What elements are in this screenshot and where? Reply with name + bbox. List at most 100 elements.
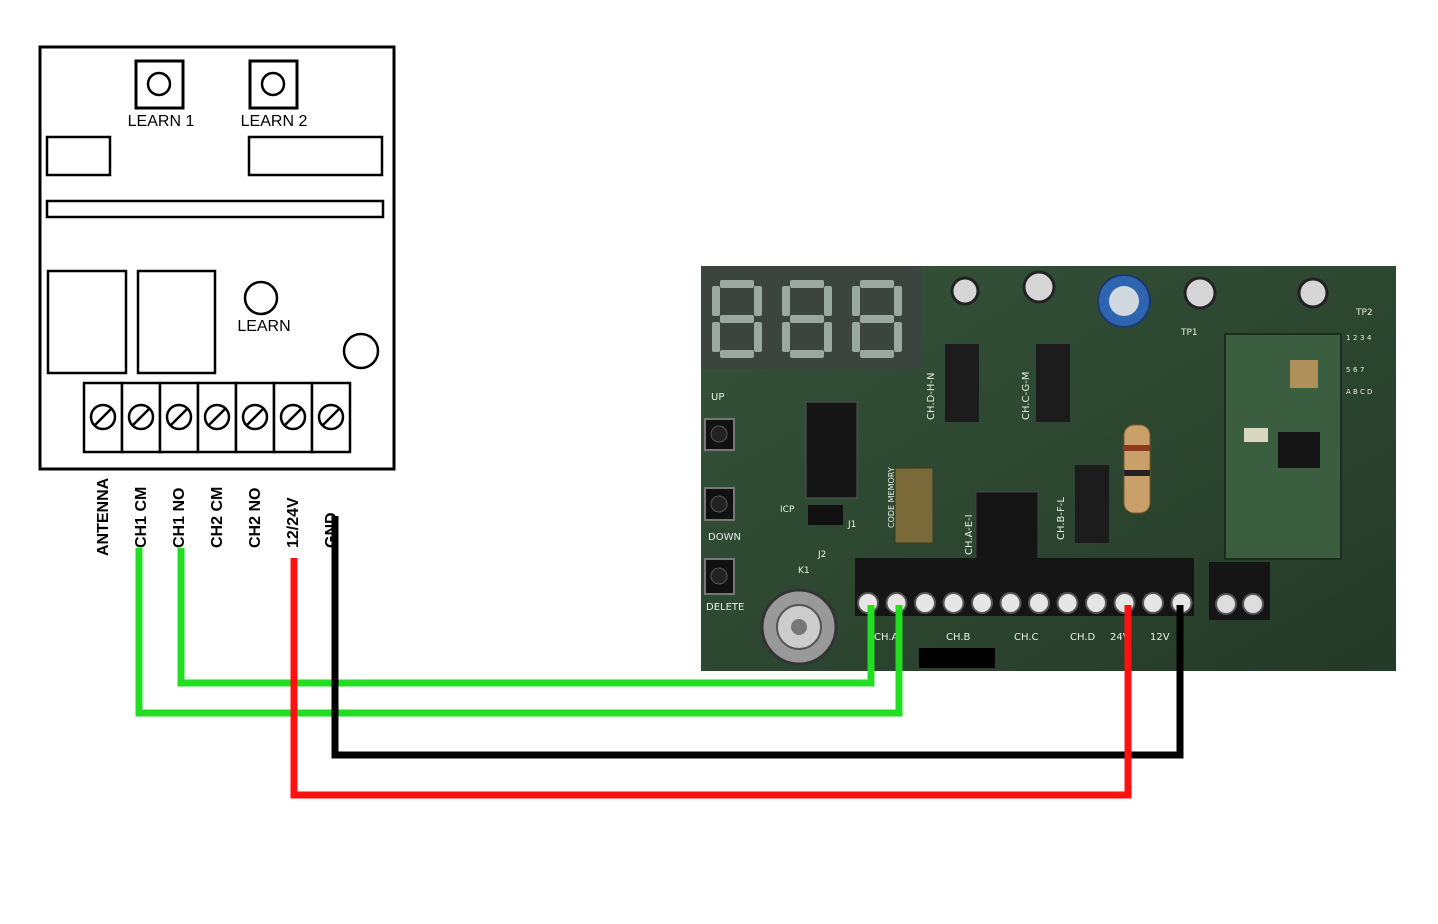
module-table-cell: 1 [1346,334,1350,342]
pcb-terminal-screw[interactable] [1142,592,1164,614]
wire-black-gnd [331,516,1184,759]
capacitor-small-3 [1183,276,1217,310]
display-segment [782,322,790,352]
pcb-terminal-screw[interactable] [1028,592,1050,614]
key-switch-core [791,619,807,635]
pcb-terminal-screw[interactable] [1085,592,1107,614]
terminal-screw-slot [170,408,188,426]
receiver-strip [45,199,385,219]
module-table-cell: 6 [1353,366,1358,374]
learn2-button-knob [260,71,286,97]
board-buttons: UP DOWN DELETE [704,392,744,613]
display-segment [790,280,824,288]
header-d [945,344,979,422]
learn1-label: LEARN 1 [128,113,195,130]
display-segment [852,322,860,352]
relay-1 [46,269,128,375]
terminal-label: CH1 CM [133,487,150,548]
learn-led [243,280,279,316]
module-table-cell: B [1353,388,1358,396]
display-digit [782,280,832,358]
display-segment [860,315,894,323]
module-table-cell: 2 [1353,334,1357,342]
antenna-screw-2[interactable] [1242,593,1264,615]
radio-module-crystal [1244,428,1268,442]
jumper-block [808,505,843,525]
learn2-label: LEARN 2 [241,113,308,130]
wire-red-power [290,558,1132,799]
capacitor-small-4 [1297,277,1329,309]
header-d-label: CH.D-H-N [926,373,937,420]
module-table-cell: 5 [1346,366,1350,374]
seven-segment-display [701,266,921,369]
display-segment [720,315,754,323]
module-table-cell: D [1367,388,1372,396]
up-button-label: UP [711,392,724,403]
wire-green-ch1-cm [135,548,903,717]
receiver-block-left [45,135,112,177]
header-a-label: CH.A-E-I [964,514,975,555]
pcb-terminal-label: CH.D [1070,632,1096,643]
display-segment [824,286,832,316]
header-b-label: CH.B-F-L [1056,497,1067,540]
display-digit [852,280,902,358]
terminal-label: 12/24V [285,497,302,548]
terminal-screw-slot [322,408,340,426]
display-segment [860,280,894,288]
terminal-screw-slot [132,408,150,426]
module-table-cell: A [1346,388,1351,396]
terminal-label: CH1 NO [171,488,188,548]
resistor-band [1124,445,1150,451]
relay-2 [136,269,217,375]
pcb-terminal-label: 12V [1150,632,1170,643]
terminal-screw-slot [94,408,112,426]
resistor [1123,424,1151,514]
receiver-hole [342,332,380,370]
terminal-label: ANTENNA [95,477,112,556]
pcb-terminal-screw[interactable] [942,592,965,614]
resistor-band [1124,470,1150,476]
tp2-label: TP2 [1355,308,1373,318]
terminal-screw-slot [246,408,264,426]
capacitor-blue-top [1109,286,1139,316]
display-segment [712,286,720,316]
pcb-terminal-label: CH.C [1014,632,1039,643]
pcb-terminal-label: CH.B [946,632,971,643]
down-button-label: DOWN [708,532,741,543]
display-segment [754,322,762,352]
display-segment [824,322,832,352]
pcb-terminal-screw[interactable] [914,592,936,614]
display-segment [894,286,902,316]
header-a-relay [975,491,1039,563]
j2-label: J2 [817,550,826,560]
display-segment [790,315,824,323]
pcb-terminal-screw[interactable] [971,592,993,614]
antenna-screw-1[interactable] [1215,593,1237,615]
pcb-terminal-screw[interactable] [999,592,1022,614]
pcb-terminal-screw[interactable] [1056,592,1079,614]
down-button-cap [710,495,728,513]
terminal-screw-slot [284,408,302,426]
black-tape [919,648,995,668]
code-memory-label: CODE MEMORY [887,467,896,528]
main-terminal-strip [855,558,1194,616]
header-b [1075,465,1109,543]
learn1-button-knob [146,71,172,97]
radio-module-trimmer [1290,360,1318,388]
tp1-label: TP1 [1180,328,1198,338]
display-segment [720,350,754,358]
delete-button-cap [710,567,728,585]
display-segment [852,286,860,316]
delete-button-label: DELETE [706,602,744,613]
wires [135,516,1184,799]
radio-module-chip [1278,432,1320,468]
code-memory-socket [894,467,934,544]
control-board: UP DOWN DELETE ICP J1 J2 CODE MEMORY K1 … [701,266,1396,671]
terminal-label: CH2 NO [247,488,264,548]
terminal-label: CH2 CM [209,487,226,548]
